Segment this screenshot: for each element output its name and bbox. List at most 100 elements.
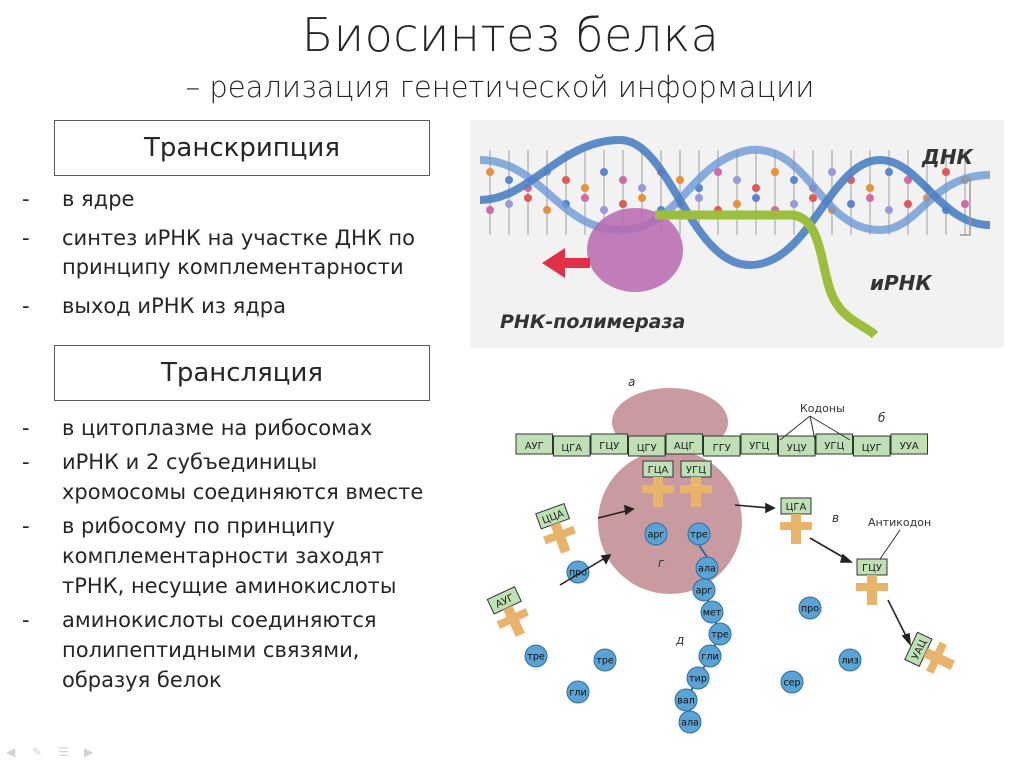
arrow-icon bbox=[559, 554, 611, 586]
slide-subtitle: – реализация генетической информации bbox=[185, 70, 815, 104]
nucleotide-dot bbox=[771, 168, 779, 176]
list-item: -иРНК и 2 субъединицы хромосомы соединяю… bbox=[22, 447, 442, 507]
codon-label: УГЦ bbox=[749, 441, 769, 452]
nucleotide-dot bbox=[486, 206, 494, 214]
amino-acid-label: ала bbox=[681, 718, 699, 729]
label-d: д bbox=[675, 633, 684, 647]
amino-acid-label: лиз bbox=[841, 656, 858, 667]
nucleotide-dot bbox=[505, 200, 513, 208]
bullet-marker: - bbox=[22, 608, 30, 632]
nucleotide-dot bbox=[505, 176, 513, 184]
trna-molecule: УГЦ bbox=[680, 460, 712, 507]
mrna-label: иРНК bbox=[870, 271, 933, 295]
amino-acid-label: тре bbox=[527, 652, 545, 663]
nucleotide-dot bbox=[885, 206, 893, 214]
codon-cell: ЦУГ bbox=[853, 435, 891, 457]
list-item: -в ядре bbox=[22, 185, 442, 214]
codon-cell: УЦУ bbox=[778, 435, 816, 457]
trna-molecule: ГЦУ bbox=[856, 558, 888, 605]
amino-acid: лиз bbox=[838, 648, 862, 672]
nucleotide-dot bbox=[866, 194, 874, 202]
movement-arrows bbox=[559, 502, 912, 647]
bullet-marker: - bbox=[22, 294, 30, 318]
list-item: -в рибосому по принципу комплементарност… bbox=[22, 511, 442, 601]
nucleotide-dot bbox=[695, 194, 703, 202]
list-item-text: в рибосому по принципу комплементарности… bbox=[62, 514, 397, 598]
dna-strand-front bbox=[479, 135, 991, 270]
amino-acid-label: мет bbox=[703, 608, 722, 619]
amino-acid-label: тре bbox=[690, 530, 708, 541]
list-item-text: аминокислоты соединяются полипептидными … bbox=[62, 608, 377, 692]
list-item: - аминокислоты соединяются полипептидными… bbox=[22, 605, 442, 695]
dna-transcription-diagram: ДНК иРНК РНК-полимераза bbox=[470, 120, 1004, 348]
nucleotide-dot bbox=[847, 200, 855, 208]
nucleotide-dot bbox=[809, 194, 817, 202]
nucleotide-dot bbox=[866, 184, 874, 192]
codon-label: ЦУГ bbox=[862, 443, 882, 454]
transcription-list: -в ядре -синтез иРНК на участке ДНК по п… bbox=[22, 185, 442, 331]
trna-molecule: ГЦА bbox=[642, 460, 674, 507]
amino-acid-label: ала bbox=[698, 564, 716, 575]
codon-cell: АЦГ bbox=[665, 433, 703, 455]
nucleotide-dot bbox=[790, 200, 798, 208]
nucleotide-dot bbox=[562, 176, 570, 184]
trna-molecule: АУГ bbox=[486, 586, 529, 637]
codon-label: АЦГ bbox=[674, 441, 695, 452]
translation-list: - в цитоплазме на рибосомах -иРНК и 2 суб… bbox=[22, 413, 442, 699]
amino-acid: тре bbox=[708, 622, 732, 646]
arrow-head bbox=[765, 502, 776, 514]
nucleotide-dot bbox=[486, 168, 494, 176]
rna-polymerase bbox=[587, 208, 683, 292]
nucleotide-dot bbox=[733, 176, 741, 184]
codons-label: Кодоны bbox=[800, 402, 845, 415]
polymerase-label: РНК-полимераза bbox=[500, 311, 685, 333]
codon-cell: АУГ bbox=[515, 433, 553, 455]
nucleotide-dot bbox=[752, 194, 760, 202]
bullet-marker: - bbox=[22, 226, 30, 250]
codon-cell: ГЦУ bbox=[590, 433, 628, 455]
amino-acid: тир bbox=[686, 666, 710, 690]
mrna-strand bbox=[655, 210, 879, 339]
arrow-icon bbox=[887, 599, 909, 641]
nucleotide-dot bbox=[904, 176, 912, 184]
amino-acid-label: тре bbox=[596, 656, 614, 667]
translation-heading-box: Трансляция bbox=[54, 345, 430, 401]
amino-acid-label: гли bbox=[701, 652, 718, 663]
slide-title: Биосинтез белка bbox=[301, 8, 720, 62]
amino-acid-label: сер bbox=[783, 678, 800, 689]
amino-acid-label: тре bbox=[711, 630, 729, 641]
amino-acid-label: тир bbox=[689, 674, 707, 685]
nucleotide-dot bbox=[885, 168, 893, 176]
anticodon-text: УГЦ bbox=[686, 465, 706, 476]
codon-label: УГЦ bbox=[824, 441, 844, 452]
list-item: -выход иРНК из ядра bbox=[22, 292, 442, 321]
back-icon[interactable]: ◀ bbox=[6, 745, 16, 759]
amino-acid: ала bbox=[678, 710, 702, 734]
nucleotide-dot bbox=[619, 200, 627, 208]
label-b: б bbox=[878, 411, 886, 425]
trna-molecule: УАЦ bbox=[904, 631, 955, 674]
amino-acid-label: гли bbox=[569, 688, 586, 699]
forward-icon[interactable]: ▶ bbox=[84, 745, 94, 759]
codon-label: АУГ bbox=[525, 441, 544, 452]
nucleotide-dot bbox=[619, 176, 627, 184]
list-item-text: в цитоплазме на рибосомах bbox=[62, 416, 373, 440]
nucleotide-dot bbox=[638, 184, 646, 192]
anticodon-label: Антикодон bbox=[868, 516, 931, 529]
amino-acid: ала bbox=[695, 556, 719, 580]
pen-icon[interactable]: ✎ bbox=[32, 745, 43, 759]
menu-icon[interactable]: ☰ bbox=[58, 745, 69, 759]
red-arrow-icon bbox=[542, 248, 590, 278]
nucleotide-dot bbox=[961, 200, 969, 208]
nucleotide-dot bbox=[714, 168, 722, 176]
amino-acid: тре bbox=[593, 648, 617, 672]
codon-pointer-lines bbox=[779, 415, 851, 441]
codon-cell: УГЦ bbox=[740, 433, 778, 455]
label-g: г bbox=[658, 556, 665, 570]
nucleotide-dot bbox=[752, 184, 760, 192]
nucleotide-dot bbox=[524, 194, 532, 202]
